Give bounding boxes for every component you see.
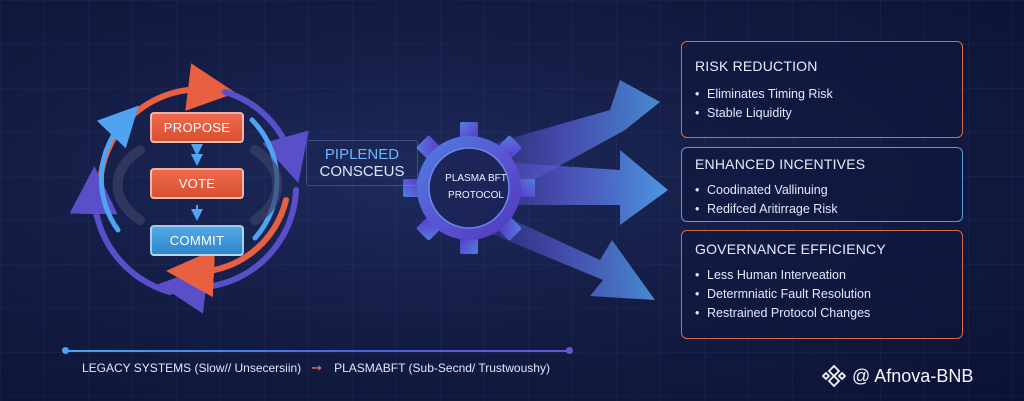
card-title: GOVERNANCE EFFICIENCY bbox=[695, 241, 886, 257]
benefit-card-risk-reduction: RISK REDUCTION Eliminates Timing Risk St… bbox=[681, 41, 963, 138]
stage-commit: COMMIT bbox=[150, 225, 244, 256]
list-item: Restrained Protocol Changes bbox=[695, 304, 962, 323]
timeline-arrow-icon: ➞ bbox=[311, 360, 323, 375]
card-list: Eliminates Timing Risk Stable Liquidity bbox=[695, 85, 962, 123]
list-item: Less Human Interveation bbox=[695, 266, 962, 285]
pipelined-line-2: CONSCEUS bbox=[319, 163, 405, 180]
timeline-line bbox=[65, 350, 570, 352]
list-item: Determniatic Fault Resolution bbox=[695, 285, 962, 304]
benefit-card-enhanced-incentives: ENHANCED INCENTIVES Coodinated Vallinuin… bbox=[681, 147, 963, 222]
gear-label-line-2: PROTOCOL bbox=[448, 190, 504, 201]
list-item: Stable Liquidity bbox=[695, 104, 962, 123]
card-list: Coodinated Vallinuing Redifced Aritirrag… bbox=[695, 181, 962, 219]
watermark-text: @ Afnova-BNB bbox=[852, 365, 974, 386]
benefit-card-governance-efficiency: GOVERNANCE EFFICIENCY Less Human Interve… bbox=[681, 230, 963, 339]
card-title: ENHANCED INCENTIVES bbox=[695, 156, 866, 172]
stage-vote: VOTE bbox=[150, 168, 244, 199]
gear-label-line-1: PLASMA BFT bbox=[445, 173, 507, 184]
gear-label: PLASMA BFT PROTOCOL bbox=[430, 170, 522, 204]
list-item: Eliminates Timing Risk bbox=[695, 85, 962, 104]
watermark: @ Afnova-BNB bbox=[822, 364, 973, 388]
timeline-start-dot bbox=[62, 347, 69, 354]
list-item: Coodinated Vallinuing bbox=[695, 181, 962, 200]
card-list: Less Human Interveation Determniatic Fau… bbox=[695, 266, 962, 323]
binance-logo-icon bbox=[822, 364, 846, 388]
timeline-end-dot bbox=[566, 347, 573, 354]
stage-propose: PROPOSE bbox=[150, 112, 244, 143]
card-title: RISK REDUCTION bbox=[695, 58, 818, 74]
cycle-arrows bbox=[69, 63, 309, 314]
list-item: Redifced Aritirrage Risk bbox=[695, 200, 962, 219]
pipelined-line-1: PIPLENED bbox=[324, 146, 400, 163]
gear-icon bbox=[403, 122, 535, 254]
timeline-legacy-label: LEGACY SYSTEMS (Slow// Unsecersiin) bbox=[82, 361, 302, 375]
timeline-caption: LEGACY SYSTEMS (Slow// Unsecersiin) ➞ PL… bbox=[82, 360, 550, 376]
pipelined-consensus-label: PIPLENED CONSCEUS bbox=[306, 140, 418, 186]
timeline-plasmabft-label: PLASMABFT (Sub-Secnd/ Trustwoushy) bbox=[334, 361, 550, 375]
